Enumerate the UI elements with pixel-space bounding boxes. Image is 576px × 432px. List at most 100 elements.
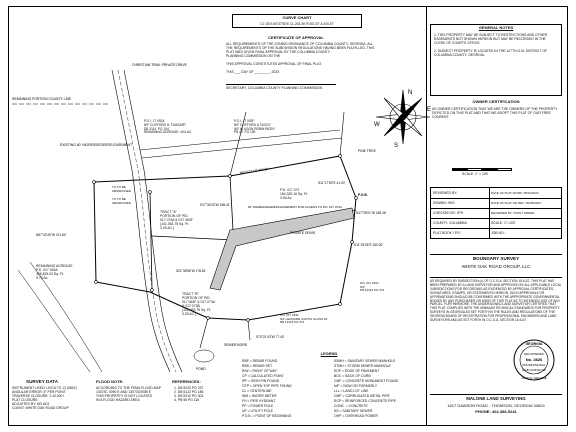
project-title: BOUNDARY SURVEY bbox=[472, 256, 520, 261]
survey-data-2: ANGULAR ERROR: 5" PER POINT bbox=[12, 390, 66, 394]
label-county-line: REMAINING PORTION COUNTY LINE bbox=[12, 97, 72, 101]
legend-item: STMH = STORM SEWER MANHOLE bbox=[334, 364, 391, 368]
flood-note-3: THIS PROPERTY IS NOT LOCATED bbox=[96, 394, 153, 398]
flood-note-2: 13073C 0090 E AND 13073C0085 E bbox=[96, 390, 152, 394]
label-nf-south: P.D. 017 063L N/F LEONARD CURTIS GLASS J… bbox=[280, 313, 328, 325]
legend-item: CP = CALCULATED POINT bbox=[242, 374, 284, 378]
tb-r4-c1: JOB NO.: bbox=[491, 231, 506, 235]
scale-label: SCALE: 1" = 100' bbox=[462, 172, 489, 176]
legend-item: CONC. = CONCRETE bbox=[334, 404, 368, 408]
legend-item: PP = POWER POLE bbox=[242, 404, 274, 408]
seal-no: No. 2826 bbox=[526, 357, 543, 362]
bearing-label: S11°25'25"E 150.00' bbox=[354, 243, 383, 247]
legend-item: UP = UTILITY POLE bbox=[242, 409, 274, 413]
label-abandoned-1: TO TO BE ABANDONED bbox=[112, 185, 132, 193]
label-pine-tree: PINE TREE bbox=[358, 149, 377, 153]
curve-chart: CURVE CHART C1 CB:S 84°37'06"E CL:245.36… bbox=[232, 14, 362, 28]
tract-division bbox=[149, 191, 153, 291]
reference-1: 1. DB 5220 PG 237 bbox=[174, 386, 204, 390]
owner-cert-text: AS OWNER CERTIFICATION THAT WE ARE THE O… bbox=[432, 107, 558, 119]
legend-item: CL = CENTERLINE bbox=[242, 389, 272, 393]
general-notes-title: GENERAL NOTES bbox=[478, 25, 514, 30]
cert-line-5: THIS APPROVAL CONSTITUTES APPROVAL OF FI… bbox=[226, 62, 322, 66]
title-block: REVIEWED BY: DATE OF PLAT WORK: 08/10/20… bbox=[430, 187, 562, 239]
road-centerline bbox=[117, 69, 177, 373]
legend-item: P.O.B. = POINT OF BEGINNING bbox=[242, 414, 292, 418]
sheet-border bbox=[8, 6, 568, 426]
bearing-label: S21°38'56"W 178.81' bbox=[176, 269, 206, 273]
existing-easement-line bbox=[139, 129, 341, 151]
corner-marker bbox=[228, 174, 232, 178]
legend-item: RCP = REINFORCED CONCRETE PIPE bbox=[334, 399, 397, 403]
label-tract-b: TRACT "B" PORTION OF PID. 017 063F & 017… bbox=[182, 292, 215, 316]
flood-note: FLOOD NOTE: ACCORDING TO THE FEMA FLOOD … bbox=[96, 379, 170, 424]
title-block-divider bbox=[489, 188, 490, 238]
references-title: REFERENCES: bbox=[172, 379, 201, 384]
reference-2: 2. DB 5122 PG 185 bbox=[174, 390, 204, 394]
certificate-title: CERTIFICATE OF APPROVAL bbox=[268, 35, 324, 40]
bearing-label: S17°34'03"W 198.41' bbox=[200, 203, 230, 207]
firm-address: 1617 DAWSON ROAD - THOMSON, GEORGIA 3082… bbox=[447, 403, 545, 408]
label-road-top: CHRISTIAN TRAIL PRIVATE DRIVE bbox=[132, 63, 188, 67]
project-client: WHITE OAK ROAD GROUP, LLC bbox=[461, 264, 531, 269]
tb-r3-c1: SCALE: 1"=100' bbox=[491, 221, 516, 225]
label-sewer: SEWER BORE bbox=[224, 343, 248, 347]
seal-kind: LAND SURVEYOR bbox=[522, 368, 546, 372]
compass-w: W bbox=[374, 122, 380, 128]
legend-item: SS = SANITARY SEWER bbox=[334, 409, 373, 413]
label-nf-se: P.D. 017 063J N/F PB 12315 PG 372 bbox=[360, 281, 385, 293]
legend-item: SSMH = SANITARY SEWER MANHOLE bbox=[334, 359, 396, 363]
cert-line-2: THE REQUIREMENTS OF THE SUBDIVISION REGU… bbox=[226, 46, 375, 50]
corner-marker bbox=[92, 180, 96, 184]
general-note-2: 2. SUBJECT PROPERTY IS LOCATED IN THE 12… bbox=[434, 49, 548, 57]
tb-r1-c0: DRAWN: HKS bbox=[433, 201, 455, 205]
legend-item: R/W = RIGHT OF WAY bbox=[242, 369, 277, 373]
firm-block: MALONE LAND SURVEYING 1617 DAWSON ROAD -… bbox=[430, 394, 562, 421]
south-parcel-line bbox=[247, 319, 251, 341]
label-remaining: REMAINING ACREAGE P.D. 017 063A 426,819.… bbox=[36, 264, 73, 280]
legend-item: N/F = NOW OR FORMERLY bbox=[334, 384, 378, 388]
general-notes: GENERAL NOTES 1. THIS PROPERTY MAY BE SU… bbox=[430, 24, 562, 96]
bearing-label: N62°15'11"E 282.25' bbox=[240, 167, 270, 175]
legend-item: EOP = EDGE OF PAVEMENT bbox=[334, 369, 380, 373]
bearing-label: S11°17'53"E 41.00' bbox=[318, 181, 346, 185]
corner-marker bbox=[94, 280, 98, 284]
plat-drawing: CHRISTIAN TRAIL PRIVATE DRIVE EXISTING 6… bbox=[12, 63, 387, 373]
curve-chart-row: C1 CB:S 84°37'06"E CL:245.36' R:301.57' … bbox=[260, 22, 334, 26]
reference-4: 4. PB 55 PG 116 bbox=[174, 398, 200, 402]
cert-line-3: PLAT WAS GIVEN FINAL APPROVAL BY THE COL… bbox=[226, 50, 331, 54]
tb-r0-c0: REVIEWED BY: bbox=[433, 191, 458, 195]
flood-note-4: IN A FLOOD HAZARD AREA bbox=[96, 398, 140, 402]
tb-r0-c1: DATE OF PLAT WORK: 08/10/2023 bbox=[491, 191, 539, 195]
cert-line-4: PLANNING COMMISSION ON THE bbox=[226, 54, 281, 58]
surveyor-certification: AS REQUIRED BY SUBSECTION (c) OF O.C.G.A… bbox=[430, 279, 562, 323]
cert-line-1: ALL REQUIREMENTS OF THE ZONING ORDINANCE… bbox=[226, 42, 374, 46]
firm-phone: PHONE: 404-386-5241 bbox=[475, 409, 517, 414]
tb-r2-c1: REVIEWED BY: STAN TURNER bbox=[491, 211, 535, 215]
legend-item: WM = WATER METER bbox=[242, 394, 277, 398]
ingress-easement-shaded bbox=[209, 207, 355, 291]
legend-item: CMP = CORRUGATED METAL PIPE bbox=[334, 394, 390, 398]
survey-data-6: CLIENT: WHITE OAK ROAD GROUP bbox=[12, 406, 69, 410]
project-title-block: BOUNDARY SURVEY WHITE OAK ROAD GROUP, LL… bbox=[430, 254, 562, 278]
right-column-divider bbox=[426, 6, 427, 426]
legend-item: IPF = IRON PIN FOUND bbox=[242, 379, 280, 383]
south-parcel-line-2 bbox=[199, 317, 209, 349]
compass-s: S bbox=[394, 143, 398, 148]
private-drive-road-left bbox=[111, 69, 171, 373]
label-pond: POND bbox=[196, 367, 206, 371]
signature-line bbox=[226, 84, 336, 85]
pond bbox=[193, 349, 215, 363]
survey-data-title: SURVEY DATA bbox=[26, 379, 59, 384]
legend-item: OTP = OPEN TOP PIPE FOUND bbox=[242, 384, 292, 388]
tb-r2-c0: CHECKED BY: JPH bbox=[433, 211, 464, 215]
label-private-drive: PRIVATE DRIVE bbox=[290, 231, 316, 235]
left-curving-road-2 bbox=[29, 261, 103, 373]
label-tract-a: TRACT "A" PORTION OF PID. 017 074A & 017… bbox=[160, 210, 193, 230]
legend-item: LLL = LAND LOT LINE bbox=[334, 389, 369, 393]
legend-item: RBS = REBAR SET bbox=[242, 364, 273, 368]
seal-reg: REGISTERED bbox=[524, 352, 544, 356]
general-note-1: 1. THIS PROPERTY MAY BE SUBJECT TO RESTR… bbox=[434, 33, 548, 45]
legend-item: FH = FIRE HYDRANT bbox=[242, 399, 276, 403]
